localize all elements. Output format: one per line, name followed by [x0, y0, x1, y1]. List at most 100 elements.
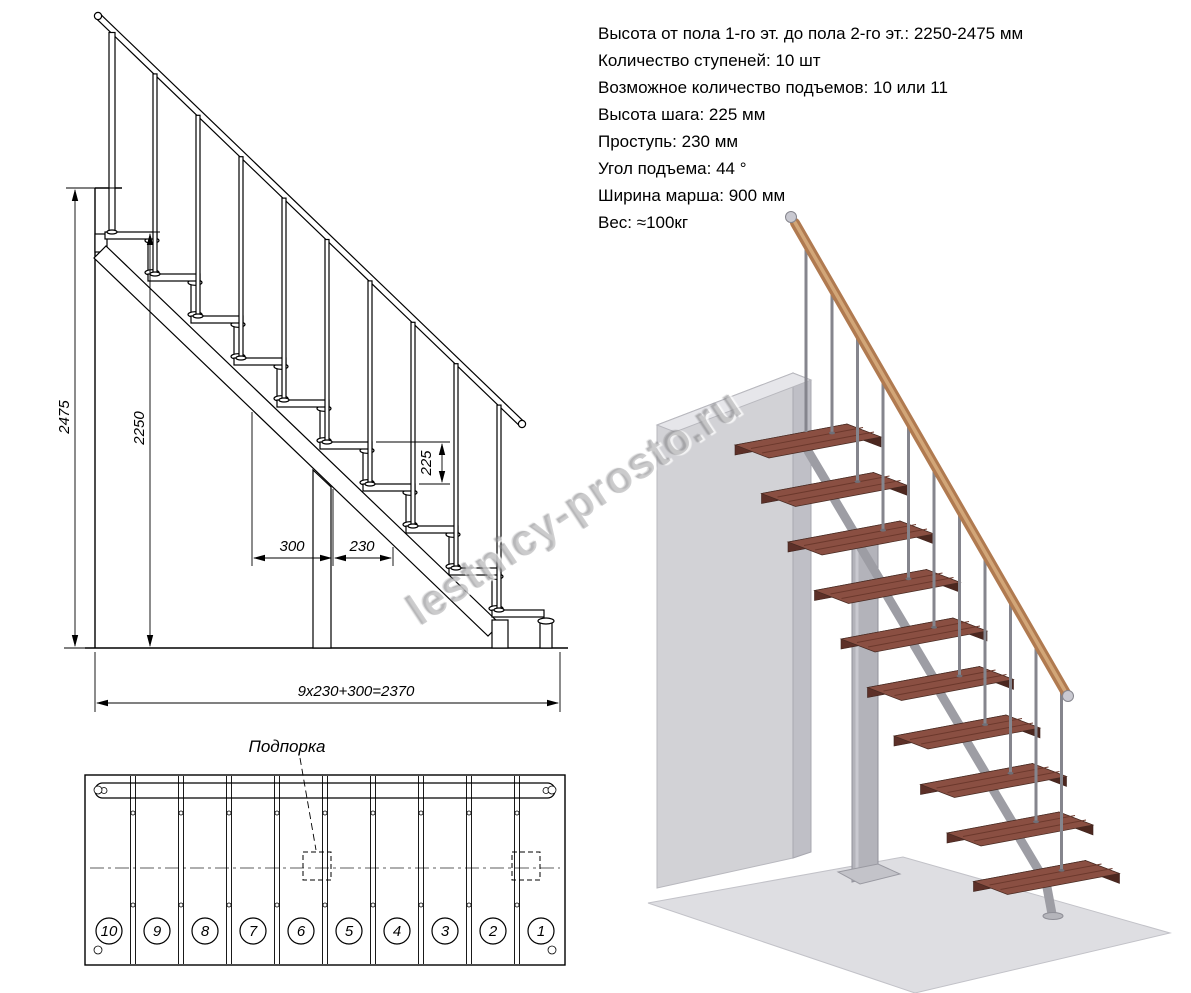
dim-total-run: 9x230+300=2370 — [298, 683, 415, 700]
spec-line-rise-count: Возможное количество подъемов: 10 или 11 — [598, 78, 948, 97]
corner-hole — [547, 785, 557, 795]
corner-hole — [93, 785, 103, 795]
screw-hole — [322, 902, 328, 908]
screw-hole — [274, 810, 280, 816]
stringer-side — [93, 245, 501, 637]
baluster-side — [108, 31, 116, 233]
dim-run-300: 300 — [279, 538, 305, 555]
baluster-base-3d — [931, 626, 937, 629]
step-number-circle — [95, 917, 123, 945]
step-number: 5 — [345, 923, 354, 940]
wall-top-face — [655, 372, 813, 433]
step-number-circle — [383, 917, 411, 945]
step-number-circle — [287, 917, 315, 945]
handrail-highlight — [791, 218, 1067, 692]
baluster-side — [453, 363, 459, 569]
screw-hole — [418, 902, 424, 908]
ground-plane — [647, 856, 1172, 993]
corner-hole — [93, 945, 103, 955]
step-number: 2 — [488, 923, 498, 940]
step-number: 6 — [297, 923, 306, 940]
baluster-base-3d — [1033, 820, 1039, 824]
tread-side — [491, 609, 545, 618]
wood-grain — [962, 815, 1076, 837]
dim-total-height: 2475 — [56, 400, 73, 435]
tread-top-face — [919, 763, 1068, 798]
tread-top-face — [866, 666, 1015, 701]
tread-top-face — [972, 860, 1121, 895]
step-number-circle — [143, 917, 171, 945]
tread-top-face — [945, 811, 1095, 847]
spec-line-width: Ширина марша: 900 мм — [598, 186, 786, 205]
staircase-3d-render — [647, 211, 1172, 993]
spec-list: Высота от пола 1-го эт. до пола 2-го эт.… — [598, 20, 1023, 236]
handrail-top-end — [93, 11, 103, 21]
plan-outline — [84, 774, 566, 966]
baluster-side — [281, 197, 287, 401]
baluster-base — [235, 355, 247, 361]
end-post-cap — [537, 617, 555, 625]
baluster-base-3d — [854, 480, 861, 483]
screw-hole — [274, 902, 280, 908]
wood-grain — [947, 771, 1060, 793]
dim-run-230: 230 — [348, 538, 375, 555]
tread-top-face — [733, 423, 883, 459]
baluster-base-3d — [1058, 869, 1065, 872]
wood-grain — [936, 766, 1049, 789]
support-label: Подпорка — [249, 737, 326, 756]
foot-plate — [1042, 912, 1064, 920]
wood-grain — [920, 722, 1034, 745]
wood-grain — [973, 819, 1087, 842]
screw-hole — [466, 810, 472, 816]
screw-hole — [418, 810, 424, 816]
step-number: 3 — [441, 923, 450, 940]
wood-grain — [894, 674, 1007, 696]
wood-grain — [803, 524, 917, 546]
wood-grain — [761, 431, 875, 454]
step-number-circle — [335, 917, 363, 945]
dim-floor-to-floor: 2250 — [131, 411, 148, 446]
support-position-right — [511, 851, 541, 881]
stringer-bottom-support — [491, 619, 509, 649]
screw-hole — [178, 810, 184, 816]
plan-handrail — [94, 782, 556, 799]
spec-line-height-range: Высота от пола 1-го эт. до пола 2-го эт.… — [598, 24, 1024, 43]
baluster-base-3d — [829, 431, 835, 435]
screw-hole — [130, 810, 136, 816]
wood-grain — [1000, 868, 1113, 890]
spec-line-step-count: Количество ступеней: 10 шт — [598, 51, 821, 70]
end-post-side — [539, 621, 553, 649]
wood-grain — [856, 621, 970, 643]
support-leader-line — [299, 757, 317, 851]
baluster-side — [152, 73, 158, 275]
tread-top-face — [892, 714, 1042, 750]
handrail-bottom-cap — [1062, 690, 1074, 702]
baluster-side — [238, 156, 244, 359]
spec-line-step-height: Высота шага: 225 мм — [598, 105, 766, 124]
baluster-base — [364, 481, 376, 487]
screw-hole — [514, 810, 520, 816]
baluster-base — [321, 439, 333, 445]
step-number: 1 — [537, 923, 545, 940]
baluster-side — [410, 321, 416, 527]
corner-hole — [547, 945, 557, 955]
plan-treads — [130, 776, 520, 964]
step-number-circle — [191, 917, 219, 945]
spec-line-tread-depth: Проступь: 230 мм — [598, 132, 739, 151]
baluster-side — [195, 114, 201, 317]
column-base-plate — [836, 863, 902, 885]
baluster-base-3d — [905, 577, 912, 581]
screw-hole — [514, 902, 520, 908]
step-number: 9 — [153, 923, 162, 940]
baluster-base — [278, 397, 290, 403]
staircase-3d-parts — [733, 211, 1121, 920]
screw-hole — [130, 902, 136, 908]
screw-hole — [370, 902, 376, 908]
spec-line-angle: Угол подъема: 44 ° — [598, 159, 747, 178]
screw-hole — [226, 902, 232, 908]
step-number: 8 — [201, 923, 210, 940]
tread-top-face — [839, 617, 989, 653]
step-number-circle — [431, 917, 459, 945]
